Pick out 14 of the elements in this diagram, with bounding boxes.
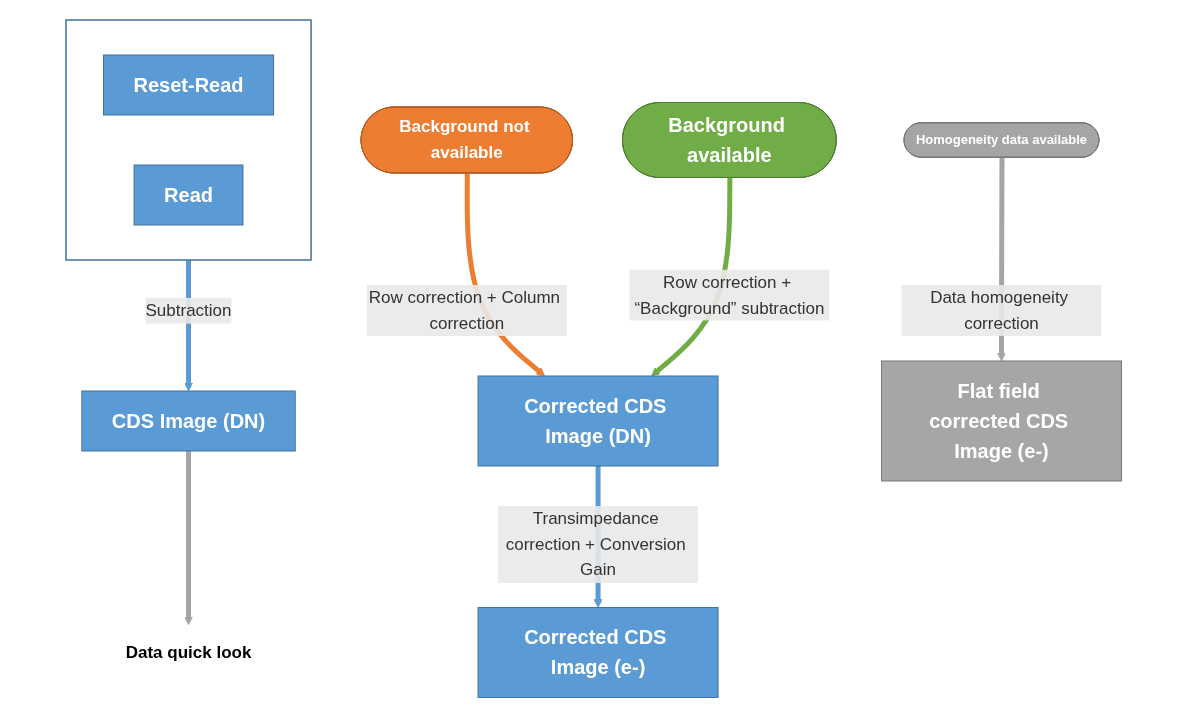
edge-label: Row correction + “Background” subtraction [634,272,825,317]
arrow [183,450,193,625]
cluster [65,19,312,261]
node-box: Read [133,164,244,226]
edge-label: Subtraction [145,300,232,320]
edge-label: Data homogeneity correction [929,287,1068,333]
node-box: Corrected CDS Image (e-) [477,606,719,698]
node-box: Flat field corrected CDS Image (e-) [880,360,1122,482]
node-box: CDS Image (DN) [81,390,296,452]
edge-label: Transimpedance correction + Conversion Gain [505,508,686,579]
edge-label: Row correction + Column correction [368,287,560,333]
node-text: Data quick look [125,642,252,662]
node-box: Corrected CDS Image (DN) [477,375,719,467]
node-box: Reset-Read [102,54,274,116]
